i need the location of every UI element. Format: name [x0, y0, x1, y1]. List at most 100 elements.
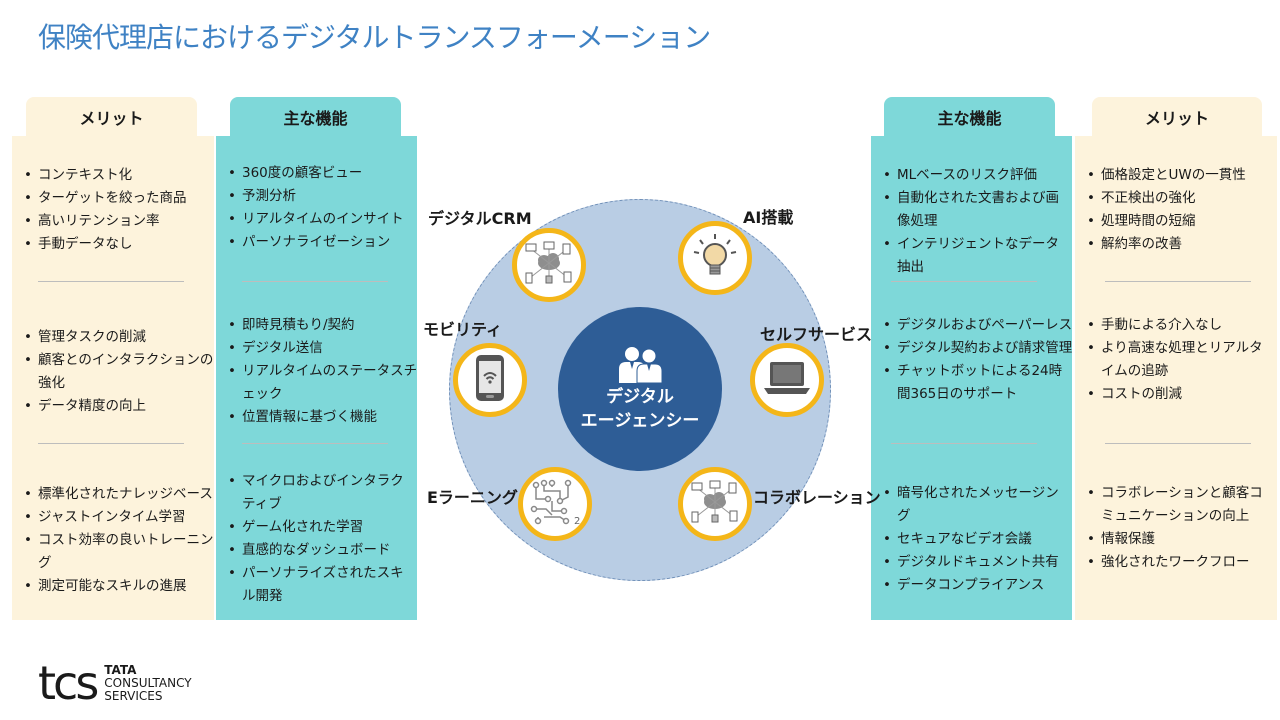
list-item: リアルタイムのインサイト: [224, 208, 416, 231]
center-label-line1: デジタル: [606, 387, 674, 407]
left-merit-list-1: コンテキスト化 ターゲットを絞った商品 高いリテンション率 手動データなし: [20, 164, 216, 256]
divider: [38, 281, 184, 282]
list-item: 高いリテンション率: [20, 210, 216, 233]
node-label-collaboration: コラボレーション: [753, 488, 881, 507]
list-item: 位置情報に基づく機能: [224, 406, 420, 429]
list-item: デジタルおよびペーパーレス: [879, 314, 1075, 337]
list-item: 管理タスクの削減: [20, 326, 218, 349]
right-merit-list-3: コラボレーションと顧客コミュニケーションの向上 情報保護 強化されたワークフロー: [1083, 482, 1273, 574]
cloud-network-icon: [522, 241, 576, 289]
list-item: MLベースのリスク評価: [879, 164, 1069, 187]
node-label-self-service: セルフサービス: [760, 325, 873, 344]
page-title: 保険代理店におけるデジタルトランスフォーメーション: [38, 21, 711, 54]
list-item: 測定可能なスキルの進展: [20, 575, 218, 598]
list-item: パーソナライゼーション: [224, 231, 416, 254]
list-item: ジャストインタイム学習: [20, 506, 218, 529]
list-item: リアルタイムのステータスチェック: [224, 360, 420, 406]
node-label-ai: AI搭載: [743, 208, 794, 227]
right-feature-list-3: 暗号化されたメッセージング セキュアなビデオ会議 デジタルドキュメント共有 デー…: [879, 482, 1071, 597]
divider: [891, 443, 1037, 444]
tcs-logo-mark: tcs: [38, 656, 99, 710]
list-item: インテリジェントなデータ抽出: [879, 233, 1069, 279]
left-merit-column: コンテキスト化 ターゲットを絞った商品 高いリテンション率 手動データなし 管理…: [12, 136, 214, 620]
node-label-elearning: Eラーニング: [427, 488, 518, 507]
right-merit-column: 価格設定とUWの一貫性 不正検出の強化 処理時間の短縮 解約率の改善 手動による…: [1075, 136, 1277, 620]
left-merit-list-3: 標準化されたナレッジベース ジャストインタイム学習 コスト効率の良いトレーニング…: [20, 483, 218, 598]
left-feature-list-1: 360度の顧客ビュー 予測分析 リアルタイムのインサイト パーソナライゼーション: [224, 162, 416, 254]
list-item: 解約率の改善: [1083, 233, 1273, 256]
divider: [38, 443, 184, 444]
list-item: デジタル契約および請求管理: [879, 337, 1075, 360]
list-item: 標準化されたナレッジベース: [20, 483, 218, 506]
divider: [242, 443, 388, 444]
divider: [242, 281, 388, 282]
right-feature-list-1: MLベースのリスク評価 自動化された文書および画像処理 インテリジェントなデータ…: [879, 164, 1069, 279]
list-item: 即時見積もり/契約: [224, 314, 420, 337]
right-feature-header: 主な機能: [884, 97, 1055, 137]
circuit-icon: 2: [530, 479, 580, 529]
left-feature-header: 主な機能: [230, 97, 401, 137]
list-item: 直感的なダッシュボード: [224, 539, 414, 562]
cloud-network-icon: [688, 480, 742, 528]
lightbulb-icon: [691, 232, 739, 284]
list-item: ターゲットを絞った商品: [20, 187, 216, 210]
logo-line-3: SERVICES: [104, 688, 163, 703]
list-item: ゲーム化された学習: [224, 516, 414, 539]
list-item: 暗号化されたメッセージング: [879, 482, 1071, 528]
right-merit-list-2: 手動による介入なし より高速な処理とリアルタイムの追跡 コストの削減: [1083, 314, 1273, 406]
list-item: 処理時間の短縮: [1083, 210, 1273, 233]
left-feature-column: 360度の顧客ビュー 予測分析 リアルタイムのインサイト パーソナライゼーション…: [216, 136, 417, 620]
list-item: デジタルドキュメント共有: [879, 551, 1071, 574]
right-merit-list-1: 価格設定とUWの一貫性 不正検出の強化 処理時間の短縮 解約率の改善: [1083, 164, 1273, 256]
logo-line-2: CONSULTANCY: [104, 675, 192, 690]
digital-agency-hub: デジタル エージェンシー: [558, 307, 722, 471]
left-feature-list-3: マイクロおよびインタラクティブ ゲーム化された学習 直感的なダッシュボード パー…: [224, 470, 414, 608]
divider: [1105, 281, 1251, 282]
elearning-node: 2: [518, 467, 592, 541]
list-item: 顧客とのインタラクションの強化: [20, 349, 218, 395]
right-feature-column: MLベースのリスク評価 自動化された文書および画像処理 インテリジェントなデータ…: [871, 136, 1072, 620]
left-merit-list-2: 管理タスクの削減 顧客とのインタラクションの強化 データ精度の向上: [20, 326, 218, 418]
list-item: コラボレーションと顧客コミュニケーションの向上: [1083, 482, 1273, 528]
ai-node: [678, 221, 752, 295]
list-item: コストの削減: [1083, 383, 1273, 406]
list-item: チャットボットによる24時間365日のサポート: [879, 360, 1075, 406]
svg-text:2: 2: [574, 516, 580, 525]
list-item: データコンプライアンス: [879, 574, 1071, 597]
mobility-node: [453, 343, 527, 417]
list-item: コスト効率の良いトレーニング: [20, 529, 218, 575]
list-item: 手動による介入なし: [1083, 314, 1273, 337]
divider: [1105, 443, 1251, 444]
list-item: 360度の顧客ビュー: [224, 162, 416, 185]
laptop-icon: [762, 360, 812, 400]
list-item: 強化されたワークフロー: [1083, 551, 1273, 574]
list-item: コンテキスト化: [20, 164, 216, 187]
left-feature-list-2: 即時見積もり/契約 デジタル送信 リアルタイムのステータスチェック 位置情報に基…: [224, 314, 420, 429]
list-item: セキュアなビデオ会議: [879, 528, 1071, 551]
divider: [891, 281, 1037, 282]
list-item: パーソナライズされたスキル開発: [224, 562, 414, 608]
tcs-logo: tcs TATA CONSULTANCY SERVICES: [38, 660, 192, 706]
list-item: データ精度の向上: [20, 395, 218, 418]
list-item: より高速な処理とリアルタイムの追跡: [1083, 337, 1273, 383]
list-item: マイクロおよびインタラクティブ: [224, 470, 414, 516]
right-merit-header: メリット: [1092, 97, 1262, 137]
left-merit-header: メリット: [26, 97, 197, 137]
crm-node: [512, 228, 586, 302]
node-label-crm: デジタルCRM: [428, 209, 532, 228]
logo-line-1: TATA: [104, 662, 137, 677]
list-item: 自動化された文書および画像処理: [879, 187, 1069, 233]
node-label-mobility: モビリティ: [423, 320, 503, 339]
right-feature-list-2: デジタルおよびペーパーレス デジタル契約および請求管理 チャットボットによる24…: [879, 314, 1075, 406]
center-label-line2: エージェンシー: [580, 411, 700, 431]
mobile-wifi-icon: [474, 354, 506, 406]
collab-node: [678, 467, 752, 541]
self-service-node: [750, 343, 824, 417]
list-item: 不正検出の強化: [1083, 187, 1273, 210]
people-icon: [614, 345, 666, 385]
list-item: 情報保護: [1083, 528, 1273, 551]
list-item: 価格設定とUWの一貫性: [1083, 164, 1273, 187]
tcs-logo-text: TATA CONSULTANCY SERVICES: [104, 662, 192, 703]
list-item: デジタル送信: [224, 337, 420, 360]
list-item: 手動データなし: [20, 233, 216, 256]
